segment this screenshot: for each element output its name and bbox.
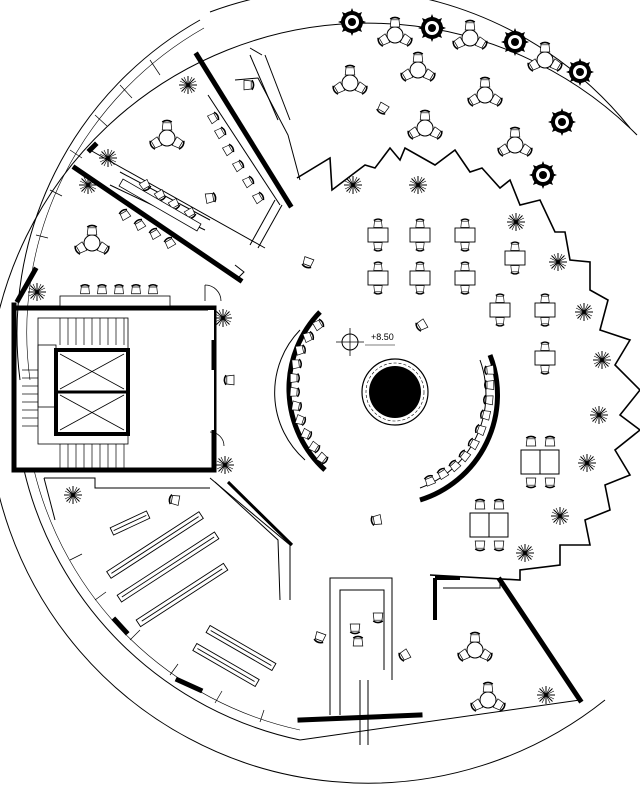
reading-hall-desks [368,219,555,374]
stair-core [11,305,217,473]
study-carrels [59,110,266,307]
round-tables [74,17,563,712]
interior-partitions [89,47,301,279]
door-swings [204,284,225,447]
office-room [329,576,501,745]
sawtooth-facade [296,146,640,581]
central-void [361,358,429,426]
crosshair-icon [336,328,395,356]
elevation-label: +8.50 [371,332,394,342]
snowflake-plant-icon [27,75,612,705]
atrium-seat-row-left [289,317,330,466]
book-stacks [106,510,277,688]
cafe-tables [469,435,560,552]
window-mullions [35,59,265,723]
elevator-shafts [59,353,125,431]
stacks-room-walls [43,477,294,601]
atrium-seat-row-right [423,364,495,487]
central-atrium: +8.50 [274,310,500,503]
